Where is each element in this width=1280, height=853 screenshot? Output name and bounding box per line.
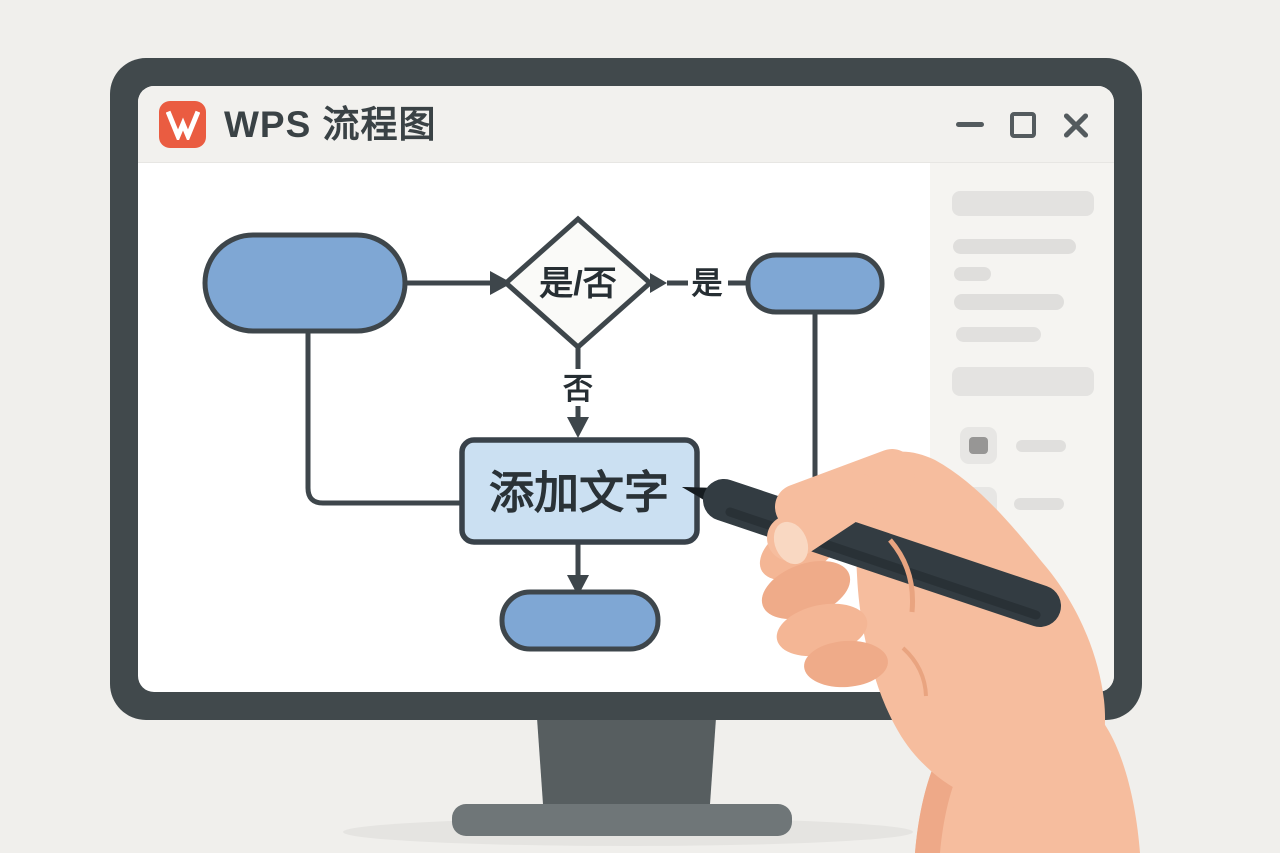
node-decision[interactable]: [502, 215, 654, 351]
square-icon-glyph: [969, 437, 988, 454]
window-controls: [956, 86, 1090, 163]
arrowhead-into-decision: [490, 271, 512, 295]
monitor-stand-base: [452, 804, 792, 836]
yes-label: 是: [692, 266, 723, 301]
tool-label-bar: [1016, 440, 1066, 452]
monitor-stand-neck: [537, 718, 716, 808]
close-icon[interactable]: [1062, 111, 1090, 139]
panel-placeholder-bar: [954, 267, 991, 281]
title-bar: WPS 流程图: [138, 86, 1114, 163]
arrowhead-into-process: [567, 417, 589, 438]
panel-placeholder-bar: [952, 367, 1094, 396]
edge-start-process: [305, 331, 460, 506]
forearm-shading: [915, 710, 985, 853]
flowchart-canvas: 是/否 是 否 添加文字: [202, 215, 885, 652]
node-end[interactable]: [499, 589, 661, 652]
maximize-icon[interactable]: [1010, 111, 1036, 138]
panel-placeholder-bar: [953, 239, 1076, 254]
node-branch-yes[interactable]: [745, 252, 885, 315]
process-label: 添加文字: [489, 467, 669, 518]
wps-logo-icon: [159, 101, 206, 148]
panel-placeholder-bar: [954, 294, 1064, 310]
panel-placeholder-bar: [956, 327, 1041, 342]
arrowhead-into-end: [567, 575, 589, 596]
minimize-icon[interactable]: [956, 122, 984, 127]
arrowhead-out-decision: [650, 273, 667, 293]
no-label: 否: [563, 373, 593, 406]
decision-label: 是/否: [539, 265, 616, 303]
app-title: WPS 流程图: [224, 104, 437, 145]
panel-placeholder-bar: [952, 191, 1094, 216]
node-start[interactable]: [202, 232, 408, 334]
